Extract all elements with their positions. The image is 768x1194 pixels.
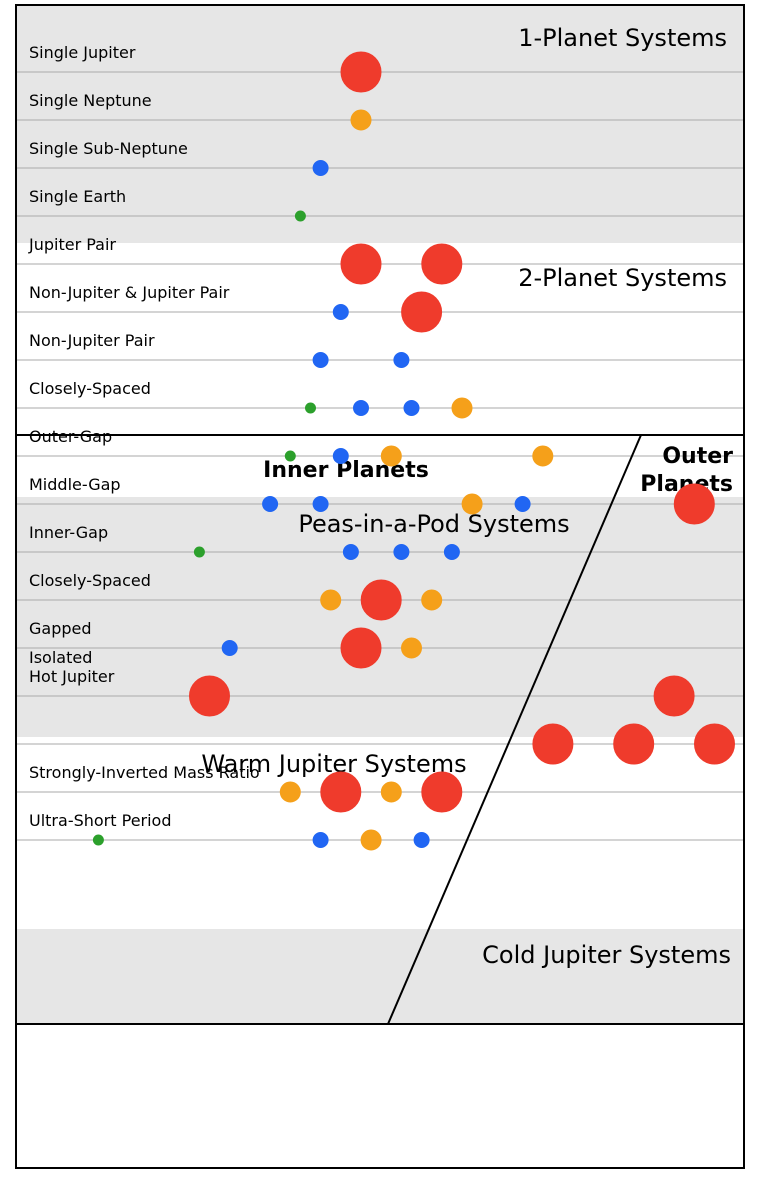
outer-border xyxy=(15,4,745,1169)
planet-earth xyxy=(305,402,316,414)
section-titles: 1-Planet Systems 2-Planet Systems Peas-i… xyxy=(201,24,731,969)
planet-neptune xyxy=(532,445,554,467)
section-title-two-planet: 2-Planet Systems xyxy=(518,264,727,292)
planet-jupiter xyxy=(360,579,402,621)
planet-jupiter xyxy=(340,627,382,669)
row-label: Outer-Gap xyxy=(29,427,112,446)
planet-earth xyxy=(92,834,104,846)
section-title-peas: Peas-in-a-Pod Systems xyxy=(298,510,569,538)
planet-sub-neptune xyxy=(342,544,359,560)
planet-neptune xyxy=(401,637,422,659)
planet-neptune xyxy=(451,397,473,419)
planet-earth xyxy=(193,546,205,558)
planet-sub-neptune xyxy=(403,400,420,416)
row-label: Ultra-Short Period xyxy=(29,811,172,830)
planet-sub-neptune xyxy=(393,352,410,368)
row-label: Single Sub-Neptune xyxy=(29,139,188,158)
planet-jupiter xyxy=(189,675,230,717)
row-label: Isolated xyxy=(29,648,92,667)
row-label: Closely-Spaced xyxy=(29,379,151,398)
row-label: Inner-Gap xyxy=(29,523,108,542)
planet-neptune xyxy=(380,781,402,803)
row-label: Non-Jupiter Pair xyxy=(29,331,155,350)
planets xyxy=(92,51,735,851)
planet-jupiter xyxy=(673,483,715,525)
planet-sub-neptune xyxy=(393,544,410,560)
row-label: Strongly-Inverted Mass Ratio xyxy=(29,763,260,782)
planet-sub-neptune xyxy=(413,832,430,848)
planet-neptune xyxy=(279,781,301,803)
row-label: Closely-Spaced xyxy=(29,571,151,590)
planet-jupiter xyxy=(694,723,735,765)
planet-jupiter xyxy=(401,291,443,333)
row-label: Single Earth xyxy=(29,187,126,206)
frame xyxy=(15,4,745,1169)
planet-jupiter xyxy=(340,51,382,93)
planet-earth xyxy=(284,450,296,462)
row-label: Single Jupiter xyxy=(29,43,136,62)
planet-jupiter xyxy=(421,243,463,285)
row-label: Non-Jupiter & Jupiter Pair xyxy=(29,283,230,302)
shaded-band xyxy=(16,5,744,243)
planet-sub-neptune xyxy=(312,832,329,848)
planet-earth xyxy=(294,210,306,222)
planet-sub-neptune xyxy=(514,496,531,512)
planet-jupiter xyxy=(653,675,695,717)
planet-jupiter xyxy=(340,243,382,285)
planet-sub-neptune xyxy=(262,496,279,512)
planet-sub-neptune xyxy=(353,400,369,416)
planet-neptune xyxy=(380,445,402,467)
planet-jupiter xyxy=(532,723,574,765)
planet-neptune xyxy=(461,493,483,515)
planet-sub-neptune xyxy=(332,448,349,464)
row-label: Middle-Gap xyxy=(29,475,121,494)
row-label: Hot Jupiter xyxy=(29,667,115,686)
planet-sub-neptune xyxy=(312,352,329,368)
row-label: Single Neptune xyxy=(29,91,152,110)
shaded-band xyxy=(16,929,744,1024)
planet-jupiter xyxy=(613,723,655,765)
region-headers: Inner Planets Outer Planets xyxy=(263,444,733,497)
planet-sub-neptune xyxy=(443,544,460,560)
section-title-one-planet: 1-Planet Systems xyxy=(518,24,727,52)
outer-planets-header-line1: Outer xyxy=(662,444,733,469)
planet-sub-neptune xyxy=(312,496,329,512)
planet-neptune xyxy=(360,829,382,851)
planet-sub-neptune xyxy=(332,304,349,320)
planet-neptune xyxy=(320,589,342,611)
planet-sub-neptune xyxy=(221,640,238,656)
planet-jupiter xyxy=(320,771,362,813)
planet-neptune xyxy=(350,109,372,131)
row-label: Jupiter Pair xyxy=(28,235,116,254)
section-title-cold: Cold Jupiter Systems xyxy=(482,941,731,969)
row-label: Gapped xyxy=(29,619,92,638)
planet-neptune xyxy=(421,589,443,611)
planet-sub-neptune xyxy=(312,160,329,176)
inner-planets-header: Inner Planets xyxy=(263,458,429,483)
planet-jupiter xyxy=(421,771,463,813)
inner-outer-boundary xyxy=(387,434,642,1025)
